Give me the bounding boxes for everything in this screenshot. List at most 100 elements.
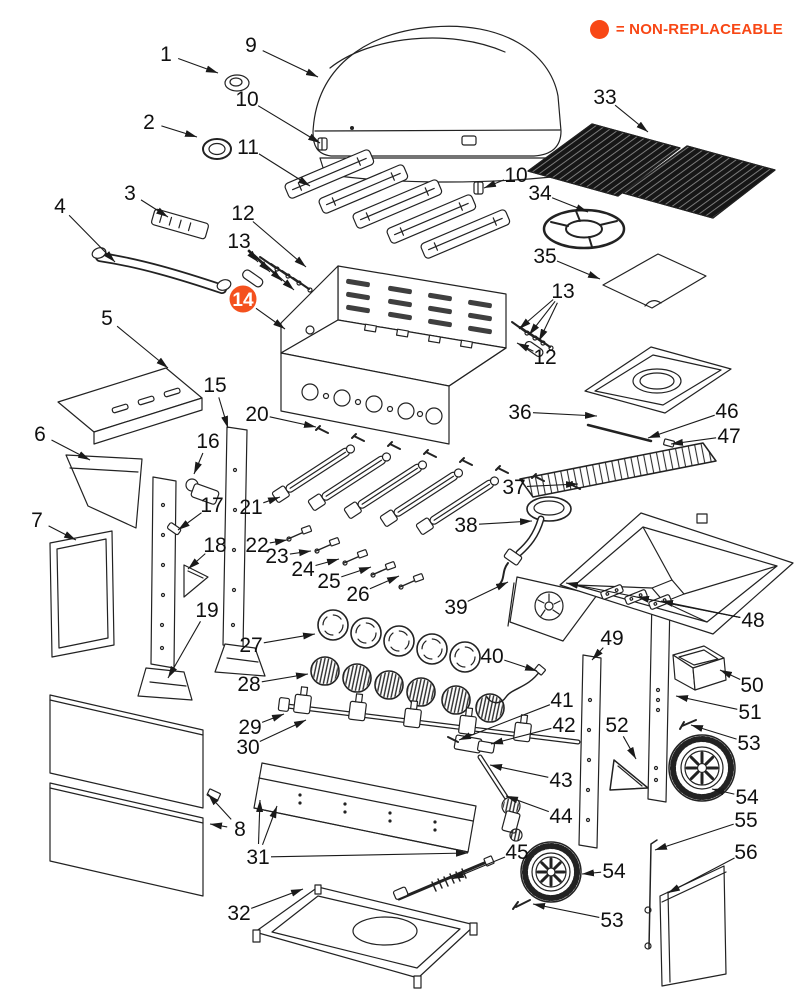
leader-line (458, 704, 551, 741)
leader-line (48, 525, 77, 541)
leader-line (269, 416, 317, 428)
leader-line (255, 307, 286, 330)
callout-26: 26 (346, 583, 369, 606)
leader-line (261, 713, 285, 723)
leader-line (538, 302, 558, 342)
leader-line (516, 342, 534, 352)
igniter-electrodes-drawing (286, 525, 425, 590)
callout-8: 8 (234, 818, 246, 841)
leader-line (270, 849, 469, 858)
callout-4: 4 (54, 195, 66, 218)
leg-foot-rear-drawing (214, 643, 266, 677)
leader-line (187, 553, 206, 570)
leader-line (207, 793, 232, 820)
callout-20: 20 (245, 403, 268, 426)
callout-51: 51 (738, 701, 761, 724)
leader-line (711, 788, 735, 796)
leader-line (258, 153, 311, 187)
leader-line (263, 496, 281, 505)
side-plate-drawing (602, 253, 707, 309)
ring-drawing (202, 138, 232, 160)
callout-50: 50 (740, 674, 763, 697)
leader-line (528, 300, 556, 336)
valve-manifold-drawing (277, 686, 581, 745)
callout-52: 52 (605, 714, 628, 737)
callout-12: 12 (533, 346, 556, 369)
leader-line (256, 799, 264, 845)
leader-line (581, 869, 602, 877)
callout-54: 54 (602, 860, 626, 883)
side-burner-grate-drawing (542, 208, 626, 250)
leader-line (518, 299, 554, 330)
leader-line (526, 481, 579, 489)
leader-line (116, 325, 169, 369)
callout-46: 46 (715, 400, 738, 423)
leader-line (247, 249, 271, 273)
legend-text: = NON-REPLACEABLE (615, 21, 783, 38)
leader-line (675, 695, 738, 710)
leader-line (670, 437, 717, 446)
callout-30: 30 (236, 736, 259, 759)
cooking-grates-drawing (527, 123, 776, 219)
electrodes-left-drawing (242, 256, 313, 293)
callout-19: 19 (195, 599, 218, 622)
callout-13: 13 (551, 280, 574, 303)
axle-bolt-right-drawing (679, 719, 697, 730)
callout-29: 29 (238, 716, 261, 739)
leader-line (68, 214, 116, 263)
callout-41: 41 (550, 689, 573, 712)
leader-line (167, 621, 201, 679)
leader-line (161, 125, 198, 138)
callout-45: 45 (505, 841, 528, 864)
callout-24: 24 (291, 558, 315, 581)
rear-panel-drawing (659, 865, 727, 987)
side-table-drawing (507, 576, 598, 642)
knob-bezels-drawing (317, 609, 481, 673)
callout-27: 27 (239, 634, 262, 657)
leader-line (218, 397, 229, 429)
support-bracket-drawing (183, 564, 209, 598)
leader-line (341, 566, 372, 578)
callout-37: 37 (502, 476, 525, 499)
callout-21: 21 (239, 496, 262, 519)
callout-2: 2 (143, 111, 155, 134)
callout-39: 39 (444, 596, 467, 619)
callout-17: 17 (200, 494, 223, 517)
callout-33: 33 (593, 86, 616, 109)
callout-16: 16 (196, 430, 219, 453)
non-replaceable-dot (589, 20, 609, 39)
bottom-shelf-drawing (252, 884, 478, 989)
callout-1: 1 (160, 43, 172, 66)
callout-28: 28 (237, 673, 260, 696)
highlight-circle (229, 285, 257, 313)
door-panels-drawing (49, 694, 204, 897)
wheel-right-drawing (668, 734, 736, 802)
callout-18: 18 (203, 534, 226, 557)
firebox-drawing (280, 265, 507, 445)
callout-23: 23 (265, 545, 288, 568)
lid-bracket-right-drawing (473, 181, 484, 195)
leader-line (690, 724, 737, 740)
regulator-drawing (185, 478, 220, 505)
axle-bolt-bottom-drawing (512, 899, 531, 910)
leader-line (614, 104, 649, 133)
wheel-bottom-drawing (520, 841, 582, 903)
leader-line (315, 558, 340, 567)
leader-line (719, 669, 741, 680)
leader-line (667, 857, 735, 894)
leader-line (532, 411, 598, 419)
leader-line (178, 57, 219, 74)
leader-line (591, 647, 604, 661)
leader-line (622, 736, 637, 760)
leader-line (505, 795, 549, 813)
callout-53: 53 (737, 732, 760, 755)
callout-6: 6 (34, 423, 46, 446)
side-burner-tube-drawing (497, 496, 572, 587)
leader-line (261, 672, 309, 683)
leader-line (647, 414, 715, 439)
leader-line (489, 764, 549, 778)
match-holder-rod-drawing (644, 839, 658, 950)
leader-line (483, 179, 505, 189)
leader-line (451, 856, 506, 880)
